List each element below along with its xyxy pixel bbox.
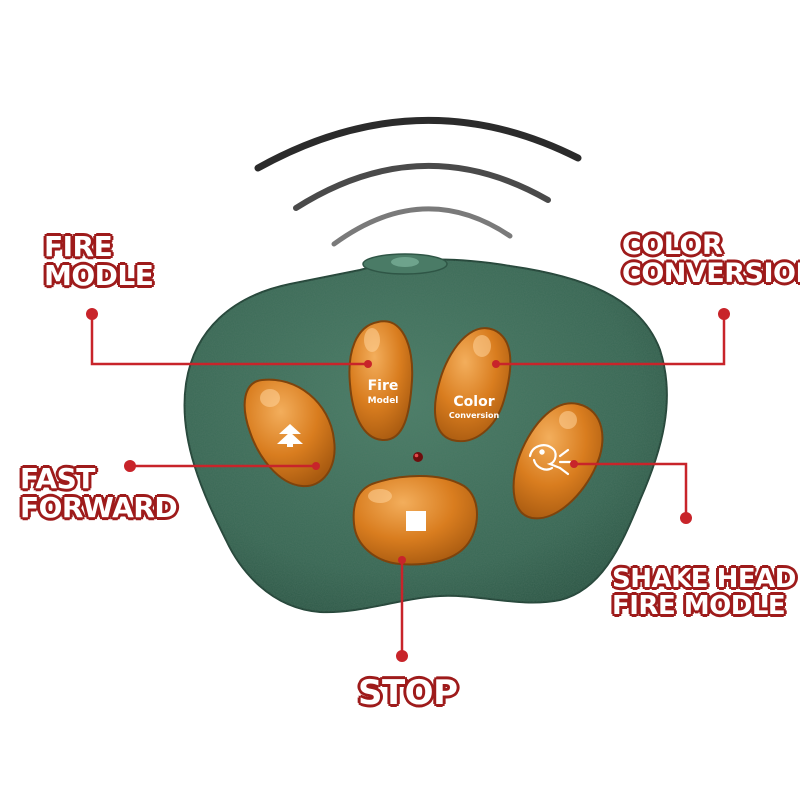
callout-shake-head: SHAKE HEAD FIRE MODLE xyxy=(612,564,796,622)
color-button-subtitle: Conversion xyxy=(449,411,500,420)
callout-fire-modle-line2: MODLE xyxy=(44,259,154,293)
stop-button[interactable] xyxy=(352,475,478,566)
led-indicator xyxy=(413,452,423,462)
fire-button-title: Fire xyxy=(368,378,399,394)
callout-lines xyxy=(90,314,726,656)
fire-model-button[interactable] xyxy=(348,320,414,442)
wireless-signal-icon xyxy=(254,116,582,247)
callout-dots xyxy=(86,308,730,662)
callout-shake-head-line1: SHAKE HEAD xyxy=(612,564,796,594)
callout-color-conversion: COLOR CONVERSION xyxy=(622,230,800,290)
dragon-head-icon xyxy=(528,444,572,476)
callout-fire-modle-line1: FIRE xyxy=(44,230,113,263)
color-conversion-button[interactable] xyxy=(434,327,512,443)
callout-fast-forward-line2: FORWARD xyxy=(20,491,178,525)
callout-stop: STOP xyxy=(358,673,458,713)
callout-color-conversion-line2: CONVERSION xyxy=(622,258,800,290)
fire-button-subtitle: Model xyxy=(368,396,399,406)
square-icon xyxy=(406,511,426,531)
callout-color-conversion-line1: COLOR xyxy=(622,230,723,261)
fire-modle-leader xyxy=(90,314,368,366)
shake-head-fire-button[interactable] xyxy=(512,402,604,520)
color-conversion-leader xyxy=(496,314,726,366)
remote-body xyxy=(183,253,668,614)
double-chevron-up-icon xyxy=(277,424,303,447)
callout-fire-modle: FIRE MODLE xyxy=(44,230,154,293)
callout-fast-forward: FAST FORWARD xyxy=(20,462,178,525)
color-button-title: Color xyxy=(453,394,494,410)
fast-forward-button[interactable] xyxy=(243,378,336,488)
callout-shake-head-line2: FIRE MODLE xyxy=(612,591,786,622)
callout-stop-line1: STOP xyxy=(358,673,458,713)
shake-head-leader xyxy=(574,462,688,518)
callout-fast-forward-line1: FAST xyxy=(20,462,95,495)
